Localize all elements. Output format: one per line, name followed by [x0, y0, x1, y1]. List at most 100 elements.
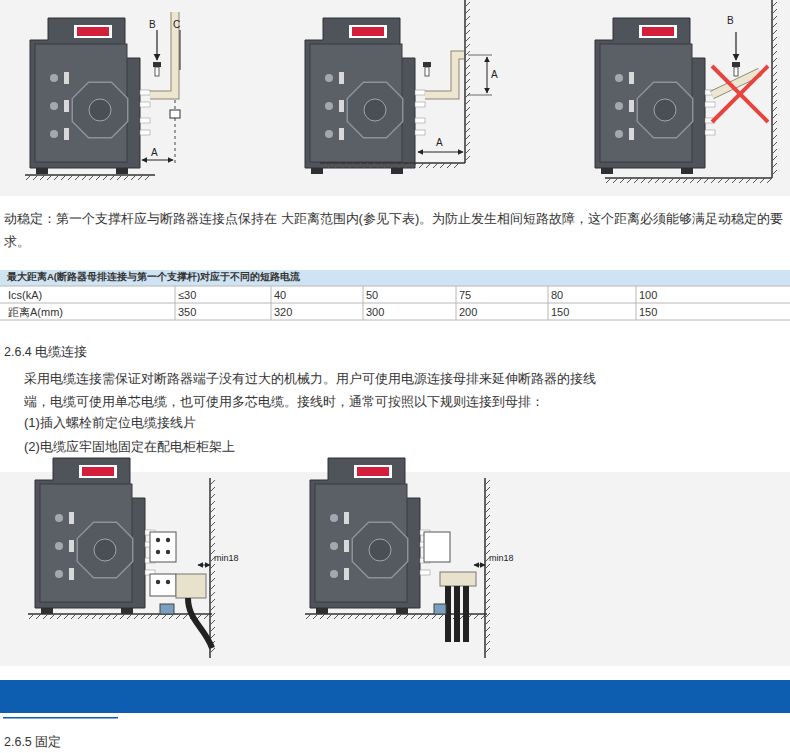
hatch-tick: [210, 543, 215, 548]
floor-line: [28, 613, 212, 615]
indicator-red: [357, 467, 389, 476]
hatch-tick: [210, 529, 215, 534]
cable: [188, 598, 212, 648]
hatch-tick: [210, 634, 215, 639]
hatch-tick: [210, 487, 215, 492]
breaker-panel: [40, 484, 132, 602]
cable-clamp: [434, 604, 446, 614]
callout-letter: A: [436, 136, 443, 150]
hatch-tick: [110, 175, 115, 180]
hatch-tick: [772, 65, 777, 70]
table-cell: 100: [639, 288, 657, 303]
hatch-tick: [485, 599, 490, 604]
table-cell: 50: [366, 288, 378, 303]
breaker-octagon: [72, 82, 127, 137]
wall-hatch: [465, 0, 470, 163]
floor-line: [320, 162, 465, 164]
hatch-tick: [613, 178, 618, 183]
hatch-tick: [36, 614, 41, 619]
breaker-stud: [330, 570, 338, 578]
breaker-foot: [36, 168, 48, 174]
hatch-tick: [485, 571, 490, 576]
hatch-tick: [320, 614, 325, 619]
hatch-tick: [772, 2, 777, 7]
hatch-tick: [124, 175, 129, 180]
hatch-tick: [377, 163, 382, 168]
hatch-tick: [138, 175, 143, 180]
hatch-tick: [335, 163, 340, 168]
hatch-tick: [620, 178, 625, 183]
hatch-tick: [772, 170, 777, 175]
hatch-tick: [465, 2, 470, 7]
hatch-tick: [772, 79, 777, 84]
cable: [454, 586, 460, 642]
hatch-tick: [82, 175, 87, 180]
hatch-tick: [772, 163, 777, 168]
hatch-tick: [485, 627, 490, 632]
hatch-tick: [641, 178, 646, 183]
hatch-tick: [690, 178, 695, 183]
breaker-panel: [310, 44, 402, 162]
table-cell: 200: [459, 305, 477, 320]
table-rule: [0, 286, 790, 287]
hatch-tick: [210, 508, 215, 513]
indicator-frame: [349, 25, 387, 38]
hatch-tick: [210, 571, 215, 576]
hatch-tick: [772, 37, 777, 42]
hatch-tick: [131, 175, 136, 180]
hatch-tick: [627, 178, 632, 183]
hatch-tick: [662, 178, 667, 183]
hatch-tick: [47, 175, 52, 180]
breaker-stud: [55, 542, 63, 550]
hatch-tick: [746, 178, 751, 183]
bolt-dot: [166, 538, 170, 542]
hatch-tick: [432, 614, 437, 619]
hatch-tick: [145, 175, 150, 180]
table-rule: [175, 286, 176, 320]
hatch-tick: [485, 634, 490, 639]
hatch-tick: [772, 121, 777, 126]
hatch-tick: [485, 501, 490, 506]
hatch-tick: [334, 614, 339, 619]
hatch-tick: [210, 494, 215, 499]
terminal: [415, 102, 425, 107]
hatch-tick: [197, 614, 202, 619]
hatch-tick: [772, 16, 777, 21]
terminal-plate: [150, 532, 176, 562]
breaker-slot: [69, 540, 74, 552]
table-rule: [636, 286, 637, 320]
bolt-shank: [734, 67, 738, 76]
hatch-tick: [96, 175, 101, 180]
hatch-tick: [772, 9, 777, 14]
table-cell: 150: [551, 305, 569, 320]
hatch-tick: [767, 178, 772, 183]
breaker-octagon: [637, 82, 692, 137]
breaker-body: [310, 458, 420, 608]
figure-panel: [0, 472, 790, 666]
hatch-tick: [485, 529, 490, 534]
hatch-tick: [29, 614, 34, 619]
hatch-tick: [772, 86, 777, 91]
breaker-stud: [615, 102, 623, 110]
hatch-tick: [465, 121, 470, 126]
hatch-tick: [210, 648, 215, 653]
breaker-octagon: [347, 82, 402, 137]
hatch-tick: [61, 175, 66, 180]
ext-line: [468, 55, 492, 56]
hatch-tick: [465, 114, 470, 119]
hatch-tick: [210, 585, 215, 590]
indicator-frame: [79, 465, 117, 478]
hatch-tick: [485, 585, 490, 590]
direction-arrow: [735, 32, 736, 60]
hatch-tick: [120, 614, 125, 619]
cable-lug: [440, 572, 476, 586]
hatch-tick: [33, 175, 38, 180]
cable-lug: [176, 574, 206, 598]
hatch-tick: [485, 487, 490, 492]
breaker-knob: [369, 539, 391, 561]
table-cell: 350: [178, 305, 196, 320]
breaker-knob: [89, 99, 111, 121]
hatch-tick: [465, 149, 470, 154]
hatch-tick: [725, 178, 730, 183]
